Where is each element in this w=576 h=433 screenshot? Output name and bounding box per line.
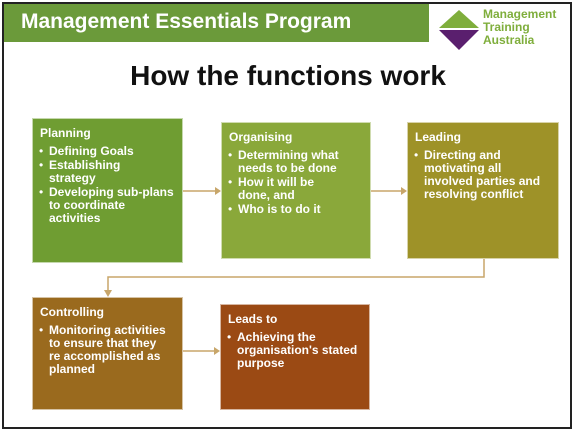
box-title: Organising	[229, 130, 293, 144]
logo-line: Australia	[483, 33, 535, 47]
list-item: Determining what needs to be done	[228, 149, 368, 175]
logo-mark-icon	[439, 10, 479, 50]
box-title: Leads to	[228, 312, 278, 326]
list-item: Monitoring activities to ensure that the…	[39, 324, 169, 376]
box-leads-to: Leads to Achieving the organisation's st…	[220, 304, 370, 410]
logo: Management Training Australia	[437, 8, 567, 52]
box-controlling: Controlling Monitoring activities to ens…	[32, 297, 183, 410]
box-list: Defining Goals Establishing strategy Dev…	[39, 145, 174, 226]
box-title: Leading	[415, 130, 462, 144]
list-item: Directing and motivating all involved pa…	[414, 149, 552, 201]
box-organising: Organising Determining what needs to be …	[221, 122, 371, 259]
box-title: Controlling	[40, 305, 104, 319]
slide-title: How the functions work	[130, 60, 446, 91]
logo-line: Management	[483, 7, 557, 21]
list-item: How it will be done, and	[228, 176, 343, 202]
box-list: Determining what needs to be done How it…	[228, 149, 368, 217]
box-title: Planning	[40, 126, 91, 140]
box-leading: Leading Directing and motivating all inv…	[407, 122, 559, 259]
list-item: Establishing strategy	[39, 159, 169, 185]
logo-line: Training	[483, 20, 530, 34]
list-item: Defining Goals	[39, 145, 174, 159]
header-bar: Management Essentials Program	[4, 4, 429, 42]
list-item: Who is to do it	[228, 203, 368, 217]
box-list: Monitoring activities to ensure that the…	[39, 324, 169, 377]
logo-text: Management Training Australia	[483, 8, 556, 47]
box-planning: Planning Defining Goals Establishing str…	[32, 118, 183, 263]
list-item: Developing sub-plans to coordinate activ…	[39, 186, 174, 225]
header-title: Management Essentials Program	[21, 10, 352, 33]
box-list: Directing and motivating all involved pa…	[414, 149, 552, 202]
list-item: Achieving the organisation's stated purp…	[227, 331, 362, 370]
box-list: Achieving the organisation's stated purp…	[227, 331, 362, 371]
